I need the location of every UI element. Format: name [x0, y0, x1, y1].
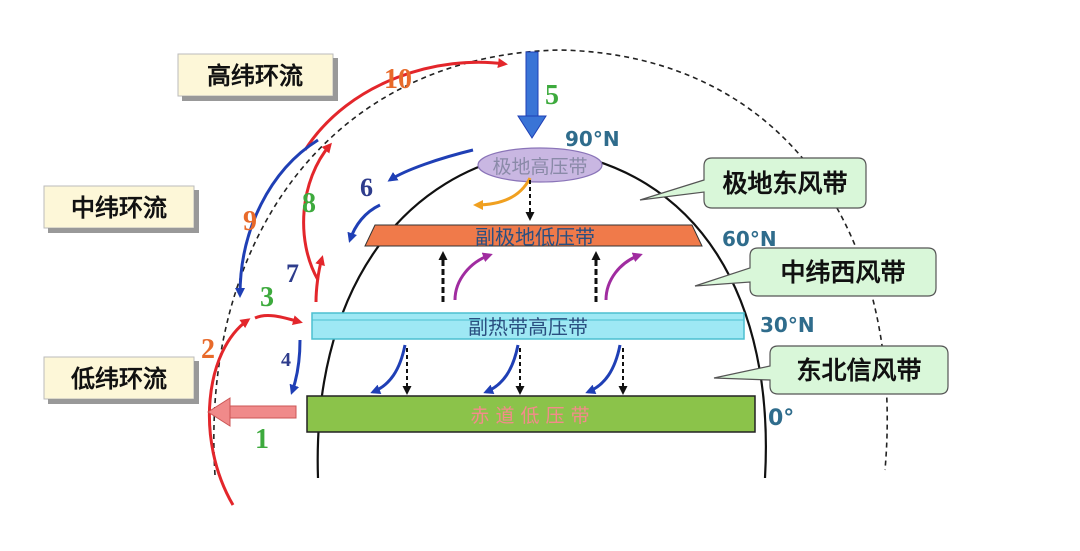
ne-trades-callout: 东北信风带: [713, 345, 949, 395]
flow-number-8: 8: [302, 188, 316, 219]
ne-trades-label: 东北信风带: [796, 356, 921, 385]
lat-0-label: 0°: [768, 406, 794, 431]
high-lat-circulation-label: 高纬环流: [207, 62, 303, 90]
polar-outflow-arrow: [473, 177, 532, 210]
westerly-arrow-left: [453, 252, 493, 301]
polar-high-label: 极地高压带: [492, 156, 587, 178]
mid-lat-circulation-box: 中纬环流: [43, 185, 199, 233]
high-lat-circulation-box: 高纬环流: [177, 53, 338, 101]
subtropical-high-band: [311, 312, 745, 340]
subpolar-low-band: [364, 224, 703, 247]
lat-90-label: 90°N: [565, 127, 620, 151]
flow-arrow-4: [289, 339, 302, 395]
flow-arrow-8: [302, 142, 332, 281]
westerlies-callout: 中纬西风带: [694, 247, 937, 297]
polar-easterlies-callout: 极地东风带: [639, 157, 867, 209]
trade-arrow-1: [370, 344, 407, 394]
flow-number-10: 10: [384, 64, 412, 95]
flow-arrow-10: [303, 58, 508, 151]
polar-easterlies-label: 极地东风带: [722, 169, 847, 198]
flow-number-7: 7: [286, 259, 299, 288]
equatorial-low-label: 赤 道 低 压 带: [470, 405, 589, 427]
westerlies-label: 中纬西风带: [780, 258, 905, 287]
flow-number-4: 4: [281, 349, 291, 371]
trade-arrow-3: [585, 344, 622, 394]
descending-arrow-5: [517, 51, 547, 139]
lat-30-label: 30°N: [760, 313, 815, 337]
equatorial-low-band: [306, 395, 756, 433]
lat-60-label: 60°N: [722, 227, 777, 251]
trade-arrow-2: [483, 344, 520, 394]
flow-arrow-2: [207, 318, 251, 506]
mid-lat-circulation-label: 中纬环流: [71, 194, 167, 222]
flow-number-5: 5: [545, 80, 559, 111]
flow-number-3: 3: [260, 282, 274, 313]
flow-arrow-3: [254, 314, 303, 326]
flow-number-9: 9: [243, 206, 257, 237]
westerly-arrow-right: [604, 252, 643, 301]
subtropical-high-label: 副热带高压带: [468, 315, 588, 339]
low-lat-circulation-label: 低纬环流: [70, 365, 167, 393]
flow-arrow-6: [387, 148, 474, 182]
low-lat-circulation-box: 低纬环流: [43, 356, 199, 404]
flow-number-6: 6: [360, 173, 373, 202]
flow-arrow-6b: [347, 203, 381, 243]
flow-arrow-7-side: [314, 255, 325, 303]
flow-number-2: 2: [201, 334, 215, 365]
subpolar-low-label: 副极地低压带: [475, 225, 595, 249]
flow-arrow-9: [235, 138, 319, 298]
flow-number-1: 1: [255, 424, 269, 455]
equator-outflow-arrow: [207, 397, 297, 427]
polar-high-ellipse: [477, 147, 603, 183]
